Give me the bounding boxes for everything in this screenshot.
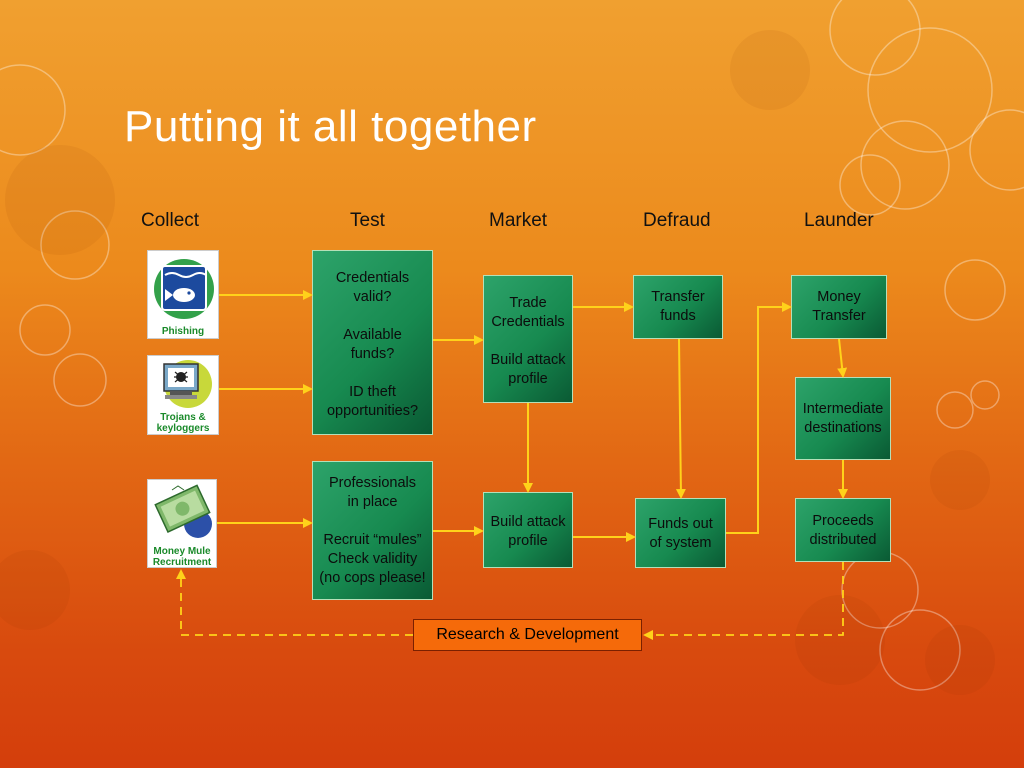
- research-development-box: Research & Development: [413, 619, 642, 651]
- professionals-box: Professionals in place Recruit “mules” C…: [312, 461, 433, 600]
- trade-credentials-box: Trade Credentials Build attack profile: [483, 275, 573, 403]
- money-stack-icon: [154, 484, 212, 538]
- dashed-arrow-proceeds-to-rd: [643, 562, 844, 640]
- credentials-check-box: Credentials valid? Available funds? ID t…: [312, 250, 433, 435]
- phishing-source: Phishing: [147, 250, 219, 339]
- money-mule-label: Money Mule Recruitment: [152, 546, 212, 568]
- column-header-launder: Launder: [804, 210, 874, 231]
- column-header-market: Market: [489, 210, 548, 231]
- transfer-funds-box: Transfer funds: [633, 275, 723, 339]
- arrow-funds-out-to-money-transfer: [726, 302, 792, 534]
- trojans-label: Trojans & keyloggers: [156, 412, 210, 434]
- phishing-label: Phishing: [161, 326, 205, 337]
- trojans-source: Trojans & keyloggers: [147, 355, 219, 435]
- column-header-collect: Collect: [141, 210, 200, 231]
- money-mule-source: Money Mule Recruitment: [147, 479, 217, 568]
- arrow-money-to-intermediate: [837, 338, 848, 378]
- funds-out-box: Funds out of system: [635, 498, 726, 568]
- slide-title: Putting it all together: [124, 102, 537, 151]
- computer-virus-icon: [163, 360, 212, 408]
- build-attack-profile-box: Build attack profile: [483, 492, 573, 568]
- column-header-defraud: Defraud: [643, 210, 711, 231]
- phishing-fish-icon: [154, 259, 214, 319]
- money-transfer-box: Money Transfer: [791, 275, 887, 339]
- column-header-test: Test: [350, 210, 385, 231]
- dashed-arrow-rd-to-mule: [176, 569, 413, 636]
- arrow-transfer-to-funds-out: [675, 338, 686, 499]
- intermediate-destinations-box: Intermediate destinations: [795, 377, 891, 460]
- proceeds-distributed-box: Proceeds distributed: [795, 498, 891, 562]
